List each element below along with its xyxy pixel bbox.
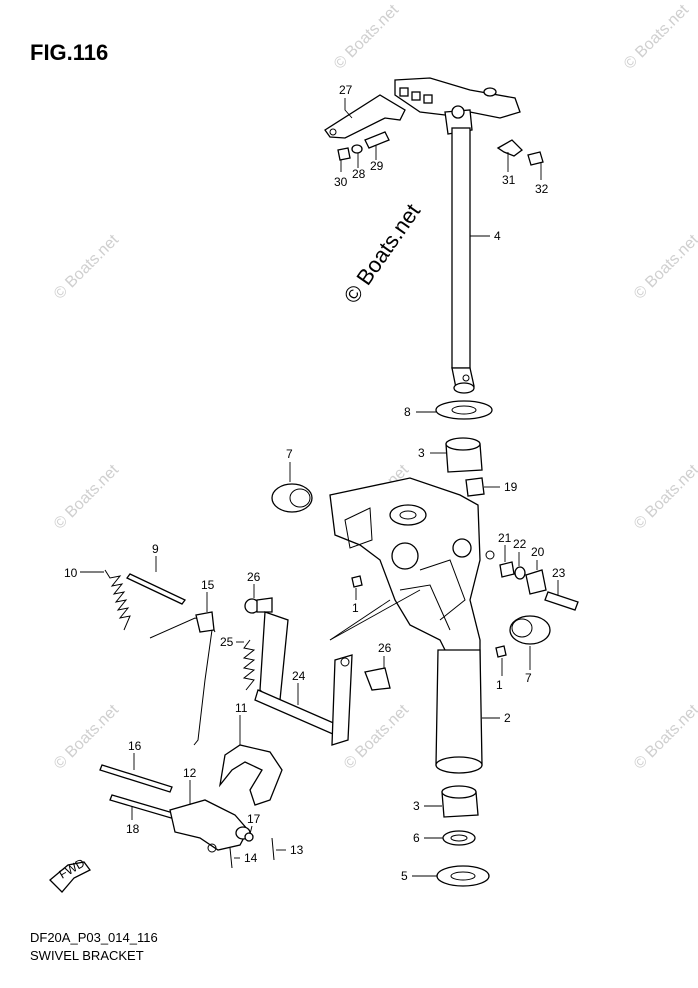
pin-13 xyxy=(271,837,275,861)
figure-title: FIG.116 xyxy=(30,40,109,65)
callout: 5 xyxy=(401,869,408,883)
callout: 3 xyxy=(418,446,425,460)
spring-25 xyxy=(242,639,256,691)
bushing-3-bottom xyxy=(441,785,479,818)
right-side-parts xyxy=(485,550,579,611)
bracket-12 xyxy=(169,799,251,853)
fwd-arrow-icon: FWD xyxy=(49,856,91,893)
callout: 4 xyxy=(494,229,501,243)
callout: 12 xyxy=(183,766,197,780)
bolt-26-a xyxy=(244,597,273,614)
callout: 7 xyxy=(525,671,532,685)
callout: 1 xyxy=(496,678,503,692)
callout: 21 xyxy=(498,531,512,545)
callout: 27 xyxy=(339,83,353,97)
callout: 29 xyxy=(370,159,384,173)
bolt-26-b xyxy=(364,667,391,691)
callout: 15 xyxy=(201,578,215,592)
figure-name-label: SWIVEL BRACKET xyxy=(30,948,144,963)
watermark-text: © Boats.net xyxy=(631,701,698,773)
bracket-11 xyxy=(218,744,283,806)
callout-numbers: 27 29 28 30 31 32 4 8 3 19 7 21 22 20 23… xyxy=(64,83,566,883)
callout: 16 xyxy=(128,739,142,753)
callout: 11 xyxy=(235,701,248,715)
steering-shaft xyxy=(451,127,475,394)
watermark-text: © Boats.net xyxy=(51,231,123,303)
callout: 7 xyxy=(286,447,293,461)
callout: 3 xyxy=(413,799,420,813)
washer-5 xyxy=(436,865,490,887)
watermark-text: © Boats.net xyxy=(631,461,698,533)
callout: 8 xyxy=(404,405,411,419)
washer-17 xyxy=(244,832,254,842)
steering-bracket xyxy=(324,77,521,139)
grease-nipple-1a xyxy=(351,575,363,588)
grease-nipple-1b xyxy=(495,645,507,658)
callout: 26 xyxy=(247,570,261,584)
bushing-7-left xyxy=(271,483,313,513)
callout: 30 xyxy=(334,175,348,189)
washer-8 xyxy=(435,400,493,420)
rod-9 xyxy=(126,573,186,605)
callout: 28 xyxy=(352,167,366,181)
part-19 xyxy=(465,477,485,497)
callout: 23 xyxy=(552,566,566,580)
callout: 18 xyxy=(126,822,140,836)
washer-6 xyxy=(442,830,476,846)
model-code-label: DF20A_P03_014_116 xyxy=(30,930,158,945)
callout: 26 xyxy=(378,641,392,655)
watermark-main: © Boats.net xyxy=(339,199,426,308)
callout: 14 xyxy=(244,851,258,865)
bushing-3-top xyxy=(445,437,483,473)
bushing-7-right xyxy=(509,615,551,645)
pin-14 xyxy=(229,847,233,869)
leader-lines xyxy=(80,98,559,877)
callout: 10 xyxy=(64,566,78,580)
watermark-text: © Boats.net xyxy=(341,701,413,773)
callout: 20 xyxy=(531,545,545,559)
watermark-text: © Boats.net xyxy=(331,1,403,73)
swivel-tube-2 xyxy=(435,649,483,774)
callout: 13 xyxy=(290,843,304,857)
callout: 6 xyxy=(413,831,420,845)
watermark-text: © Boats.net xyxy=(51,461,123,533)
callout: 2 xyxy=(504,711,511,725)
callout: 24 xyxy=(292,669,306,683)
callout: 25 xyxy=(220,635,234,649)
pin-18 xyxy=(109,794,181,821)
callout: 32 xyxy=(535,182,549,196)
watermark-text: © Boats.net xyxy=(51,701,123,773)
callout: 31 xyxy=(502,173,516,187)
callout: 1 xyxy=(352,601,359,615)
lever-15 xyxy=(149,611,216,746)
watermark-text: © Boats.net xyxy=(631,231,698,303)
pin-16 xyxy=(99,764,173,793)
callout: 22 xyxy=(513,537,527,551)
spring-10 xyxy=(104,569,131,631)
callout: 19 xyxy=(504,480,518,494)
tilt-lock-lever-24 xyxy=(254,611,353,746)
callout: 9 xyxy=(152,542,159,556)
top-fasteners xyxy=(337,131,544,166)
watermark-text: © Boats.net xyxy=(621,1,693,73)
callout: 17 xyxy=(247,812,261,826)
